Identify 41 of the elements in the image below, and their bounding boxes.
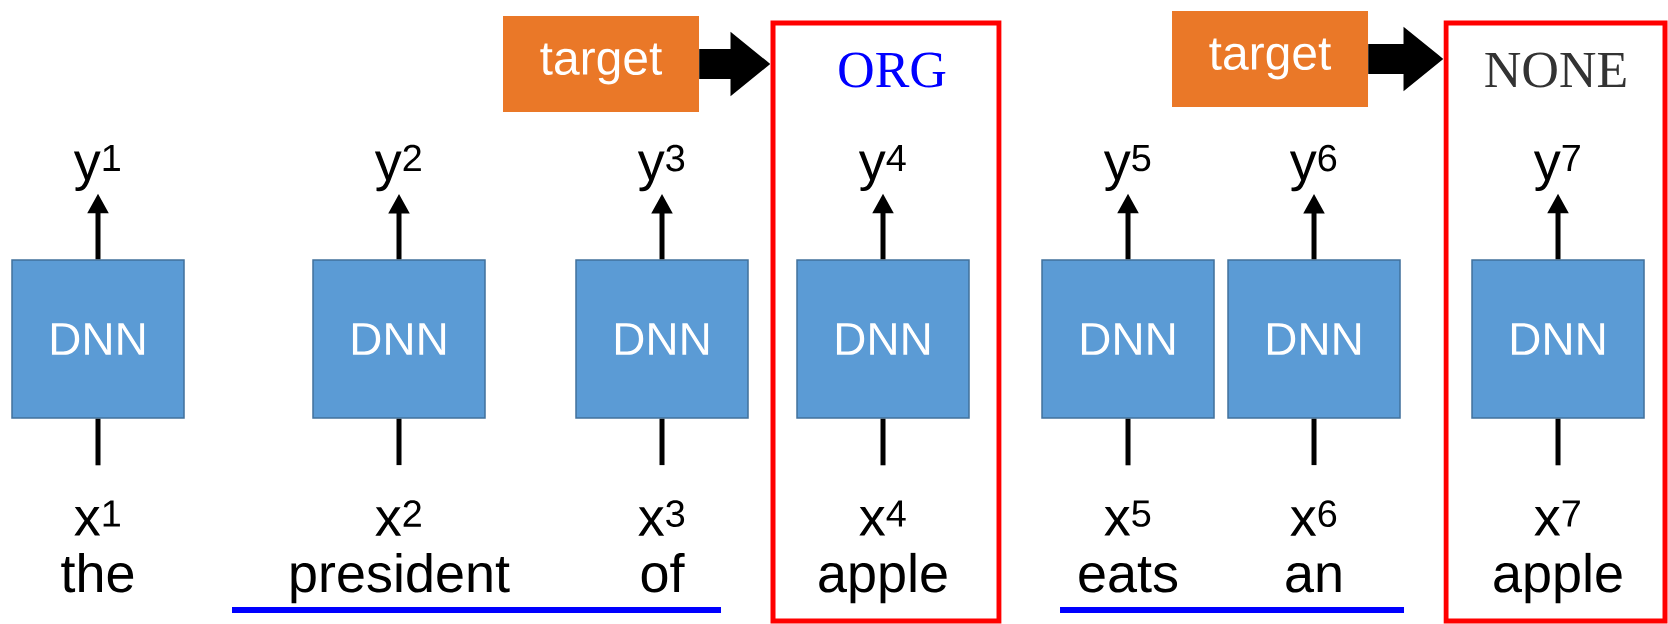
dnn-box: DNN (312, 259, 486, 419)
connector-line (396, 418, 402, 466)
output-label: y$^{7}$ (1533, 144, 1580, 192)
connector-line (880, 418, 886, 466)
output-label: y$^{2}$ (374, 144, 421, 192)
word: of (641, 552, 685, 593)
input-label: x$^{1}$ (74, 500, 120, 536)
dnn-box: DNN (1041, 259, 1215, 419)
word: eats (1079, 557, 1178, 593)
input-label: x$^{4}$ (859, 500, 906, 536)
output-label: y$^{4}$ (858, 144, 906, 192)
dnn-box: DNN (11, 259, 185, 419)
class-label: ORG (839, 52, 946, 88)
connector-line (1555, 418, 1561, 466)
dnn-box: DNN (1227, 259, 1401, 419)
word: the (61, 552, 134, 593)
word: apple (1494, 552, 1622, 604)
output-label: y$^{3}$ (637, 144, 685, 192)
dnn-box: DNN (796, 259, 970, 419)
target-box: target (503, 16, 699, 112)
output-label: y$^{1}$ (73, 144, 120, 192)
highlight-frame (1443, 20, 1668, 624)
output-label: y$^{5}$ (1103, 144, 1151, 192)
dnn-box: DNN (575, 259, 749, 419)
connector-line (1125, 418, 1131, 466)
highlight-frame (770, 20, 1002, 624)
word: apple (819, 552, 947, 604)
output-label: y$^{6}$ (1289, 144, 1337, 192)
target-box: target (1172, 11, 1368, 107)
input-label: x$^{2}$ (375, 500, 421, 536)
connector-line (1311, 418, 1317, 466)
connector-line (659, 418, 665, 466)
word: president (291, 552, 510, 604)
connector-line (95, 418, 101, 466)
input-label: x$^{5}$ (1104, 500, 1151, 536)
input-label: x$^{7}$ (1534, 500, 1580, 536)
dnn-box: DNN (1471, 259, 1645, 419)
word: an (1286, 562, 1341, 593)
input-label: x$^{3}$ (638, 500, 685, 536)
class-label: NONE (1485, 52, 1626, 88)
input-label: x$^{6}$ (1290, 500, 1337, 536)
